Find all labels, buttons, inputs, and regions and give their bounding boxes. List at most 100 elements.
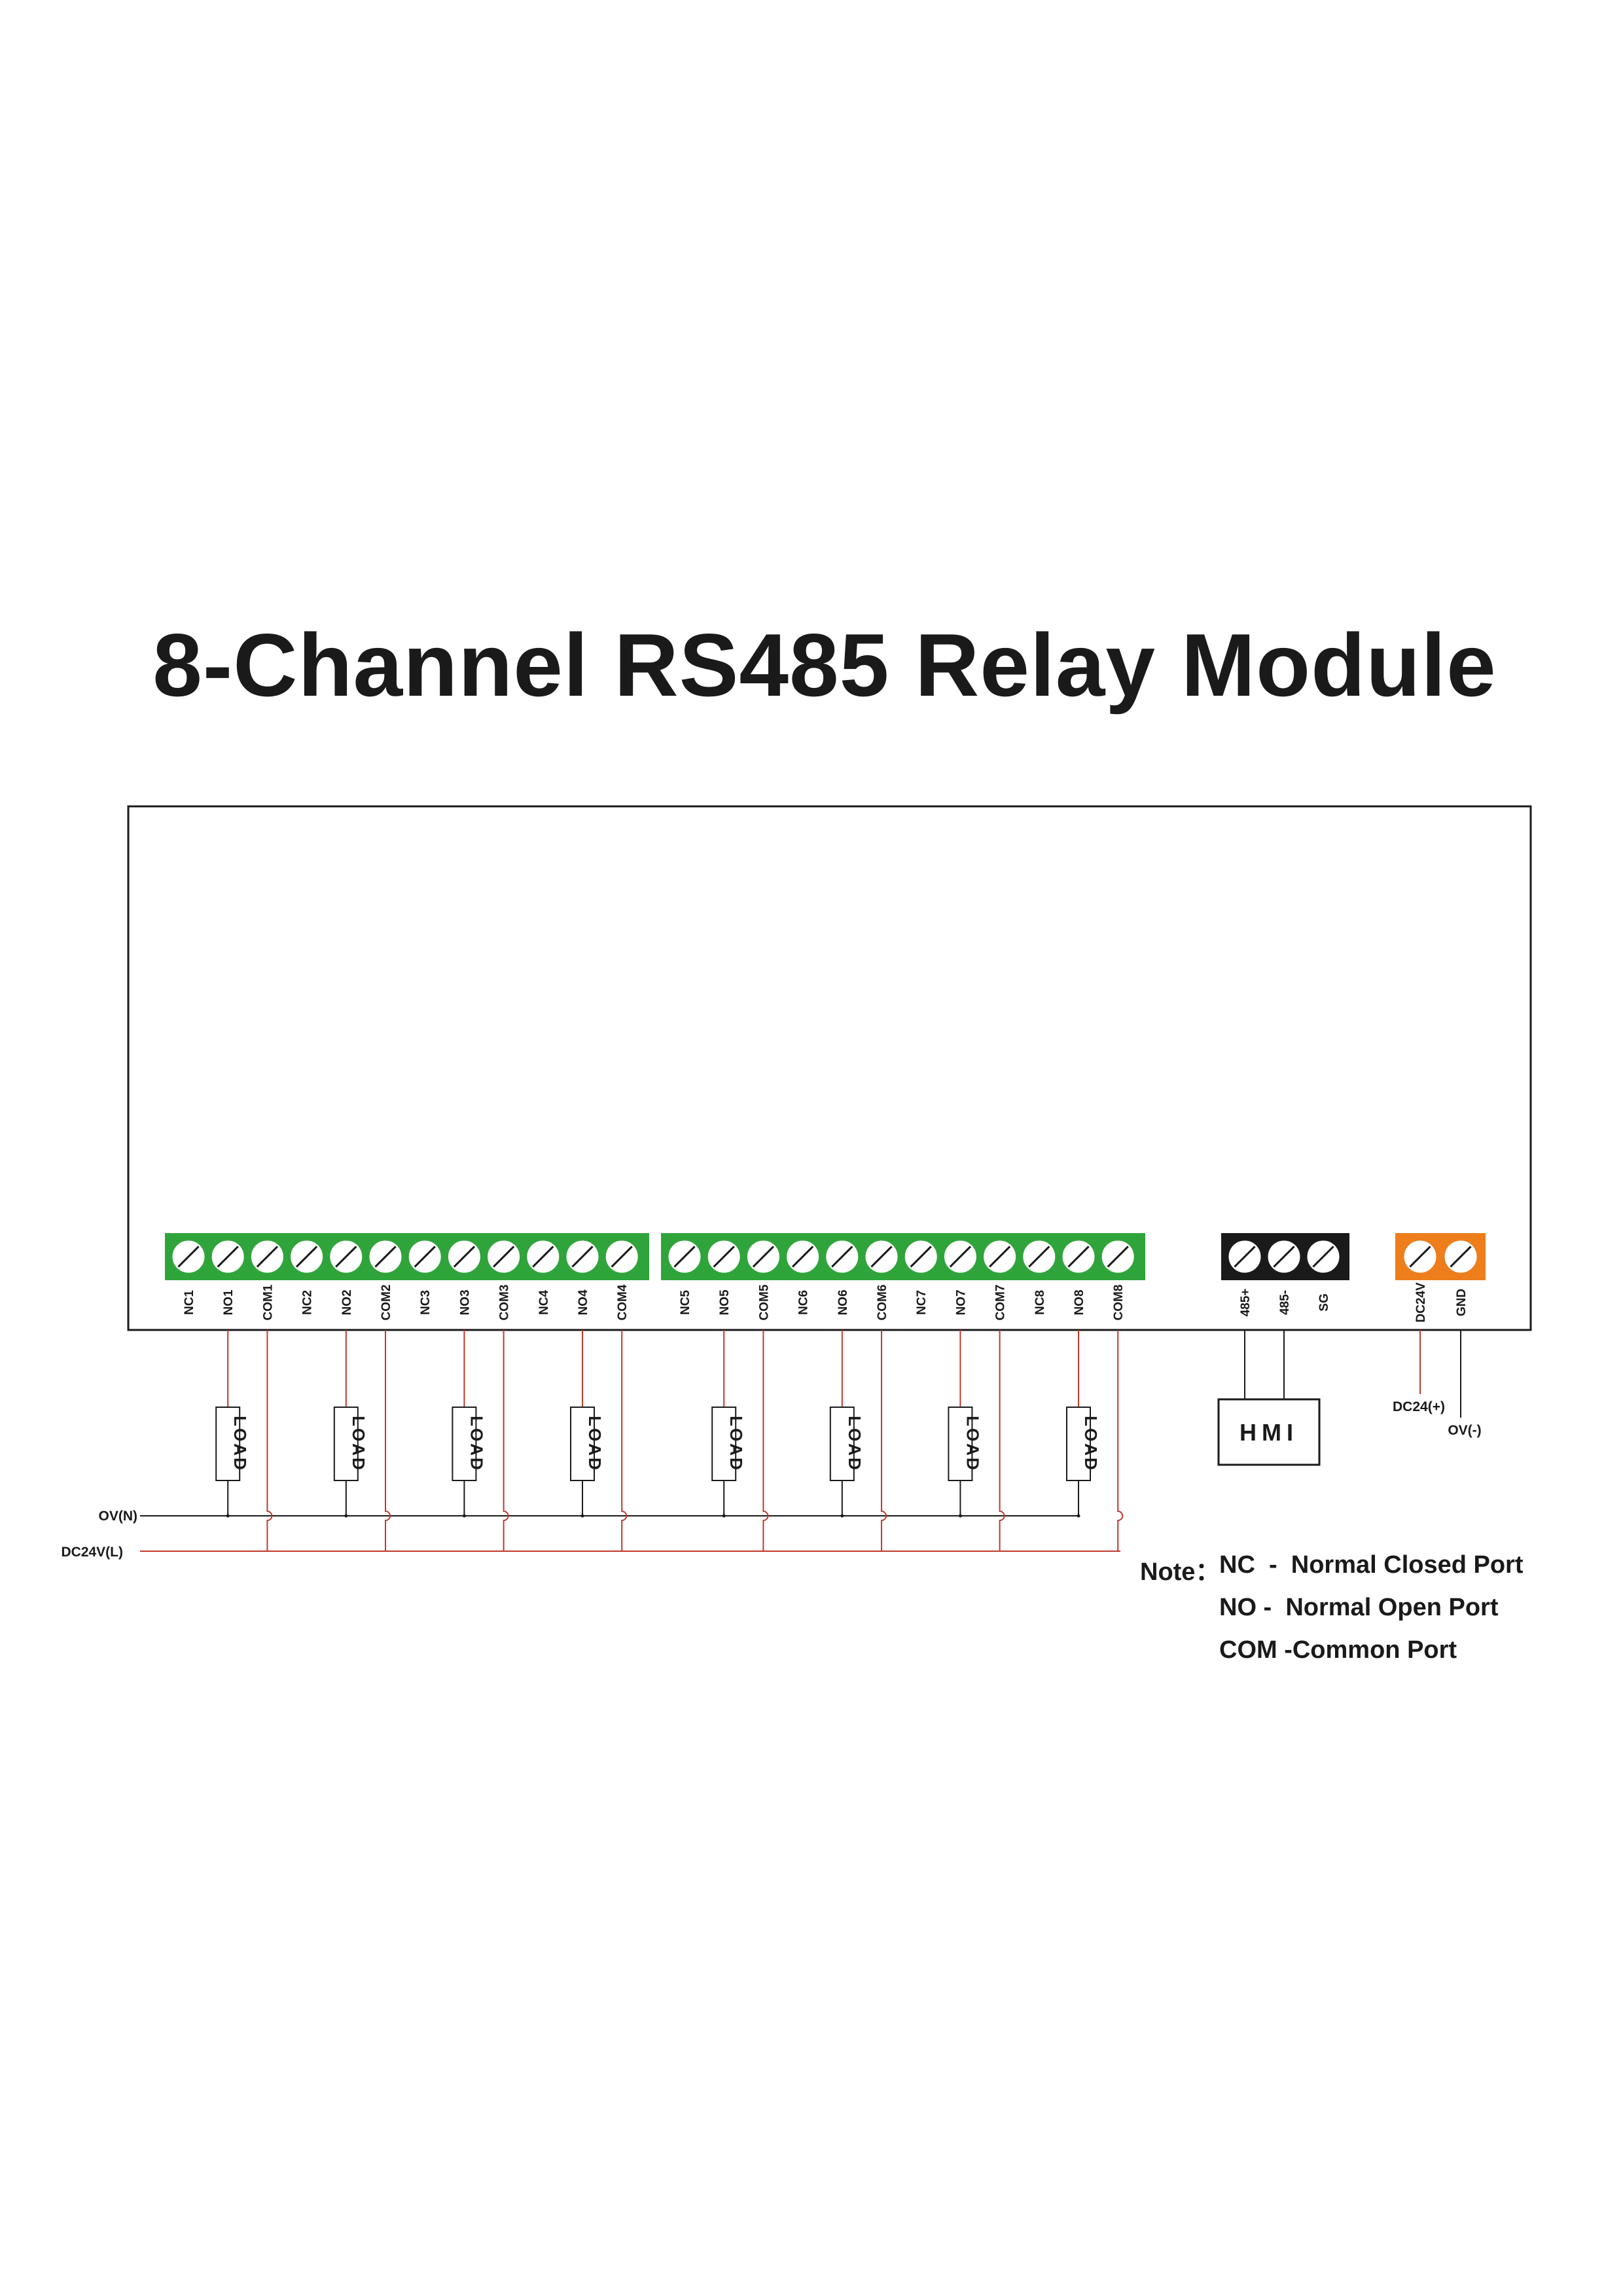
terminal-label-0: 485+ [1239, 1289, 1253, 1317]
screw-slot [1450, 1246, 1472, 1268]
terminals-layer [165, 1233, 1486, 1280]
load-label-5: LOAD [726, 1416, 746, 1472]
note-line-nc: NC - Normal Closed Port [1219, 1551, 1524, 1579]
screw-slot [295, 1246, 318, 1268]
terminal-label-no1: NO1 [222, 1289, 236, 1316]
screw-slot [791, 1246, 814, 1268]
terminal-label-2: SG [1317, 1293, 1331, 1311]
junction-dot [1077, 1514, 1080, 1518]
com-wire-8 [1117, 1330, 1124, 1551]
junction-dot [840, 1514, 844, 1518]
terminal-label-power-1: GND [1455, 1289, 1469, 1316]
screw-slot [414, 1246, 436, 1268]
terminal-label-com2: COM2 [380, 1285, 393, 1321]
terminal-label-com3: COM3 [498, 1285, 512, 1321]
screw-slot [611, 1246, 633, 1268]
terminal-label-nc5: NC5 [679, 1290, 692, 1315]
load-label-8: LOAD [1081, 1416, 1101, 1472]
load-box-3 [452, 1407, 477, 1481]
com-wire-4 [621, 1330, 628, 1551]
terminal-label-no3: NO3 [458, 1289, 472, 1315]
terminal-label-no2: NO2 [340, 1289, 354, 1315]
load-box-7 [948, 1407, 973, 1481]
live-line-label: DC24V(L) [61, 1545, 123, 1560]
junction-dot [344, 1514, 348, 1518]
wires-layer [140, 1330, 1461, 1552]
screw-slot [673, 1246, 696, 1268]
screw-slot [532, 1246, 554, 1268]
neutral-line-label: OV(N) [99, 1509, 138, 1524]
load-box-4 [570, 1407, 595, 1481]
screw-slot [1107, 1246, 1129, 1268]
junction-dot [226, 1514, 230, 1518]
terminal-label-nc3: NC3 [419, 1290, 433, 1315]
terminal-label-nc7: NC7 [915, 1290, 929, 1315]
screw-slot [1067, 1246, 1090, 1268]
load-label-7: LOAD [963, 1416, 982, 1472]
load-label-6: LOAD [845, 1416, 865, 1472]
screw-slot [453, 1246, 476, 1268]
terminal-label-nc2: NC2 [301, 1290, 315, 1315]
screw-slot [1409, 1246, 1431, 1268]
note-prefix: Note： [1140, 1558, 1221, 1586]
screw-slot [256, 1246, 279, 1268]
terminal-label-com1: COM1 [261, 1284, 275, 1320]
screw-slot [217, 1246, 239, 1268]
screw-slot [177, 1246, 200, 1268]
terminal-label-com6: COM6 [876, 1285, 889, 1321]
terminal-label-no7: NO7 [954, 1289, 968, 1315]
load-label-2: LOAD [349, 1416, 368, 1472]
junction-dot [722, 1514, 726, 1518]
screw-slot [374, 1246, 397, 1268]
junction-dot [580, 1514, 584, 1518]
load-label-3: LOAD [467, 1416, 486, 1472]
terminal-label-no4: NO4 [577, 1289, 590, 1316]
com-wire-7 [999, 1330, 1005, 1551]
note-line-no: NO - Normal Open Port [1219, 1594, 1499, 1621]
terminal-label-com5: COM5 [757, 1284, 771, 1320]
com-wire-2 [385, 1330, 391, 1551]
hmi-box [1217, 1398, 1321, 1466]
screw-slot [1028, 1246, 1050, 1268]
terminal-label-nc4: NC4 [537, 1290, 551, 1315]
terminal-label-com7: COM7 [994, 1285, 1008, 1321]
screw-slot [713, 1246, 735, 1268]
dc24-plus-label: DC24(+) [1393, 1399, 1445, 1414]
load-label-1: LOAD [230, 1416, 250, 1472]
com-wire-3 [503, 1330, 509, 1551]
screw-slot [1312, 1246, 1334, 1268]
screw-slot [571, 1246, 594, 1268]
com-wire-1 [266, 1330, 273, 1551]
hmi-label: HMI [1240, 1419, 1298, 1446]
screw-slot [831, 1246, 853, 1268]
note-line-com: COM -Common Port [1219, 1636, 1457, 1664]
screw-slot [988, 1246, 1011, 1268]
terminal-label-com4: COM4 [616, 1284, 630, 1320]
terminal-label-nc6: NC6 [797, 1290, 811, 1315]
labels-layer: NC1 NO1 COM1 NC2 NO2 COM2 NC3 NO3 COM3 NC4 NO4 COM4… [61, 1282, 1481, 1560]
load-box-2 [333, 1407, 359, 1481]
screw-slot [752, 1246, 775, 1268]
terminal-label-nc1: NC1 [183, 1290, 196, 1315]
terminal-label-com8: COM8 [1112, 1285, 1126, 1321]
screw-slot [492, 1246, 515, 1268]
com-wire-5 [762, 1330, 769, 1551]
ov-minus-label: OV(-) [1448, 1423, 1481, 1438]
junction-dot [958, 1514, 962, 1518]
load-box-8 [1066, 1407, 1091, 1481]
load-label-4: LOAD [585, 1416, 605, 1472]
terminal-label-no6: NO6 [836, 1289, 850, 1315]
screw-slot [870, 1246, 893, 1268]
page-title: 8-Channel RS485 Relay Module [152, 615, 1497, 715]
junction-dot [462, 1514, 466, 1518]
terminal-label-no5: NO5 [718, 1289, 732, 1316]
screw-slot [949, 1246, 972, 1268]
com-wire-6 [881, 1330, 887, 1551]
terminal-label-nc8: NC8 [1033, 1290, 1047, 1315]
screw-slot [335, 1246, 357, 1268]
load-box-1 [215, 1407, 241, 1481]
terminal-label-power-0: DC24V [1414, 1282, 1428, 1323]
screw-slot [910, 1246, 932, 1268]
screw-slot [1234, 1246, 1256, 1268]
